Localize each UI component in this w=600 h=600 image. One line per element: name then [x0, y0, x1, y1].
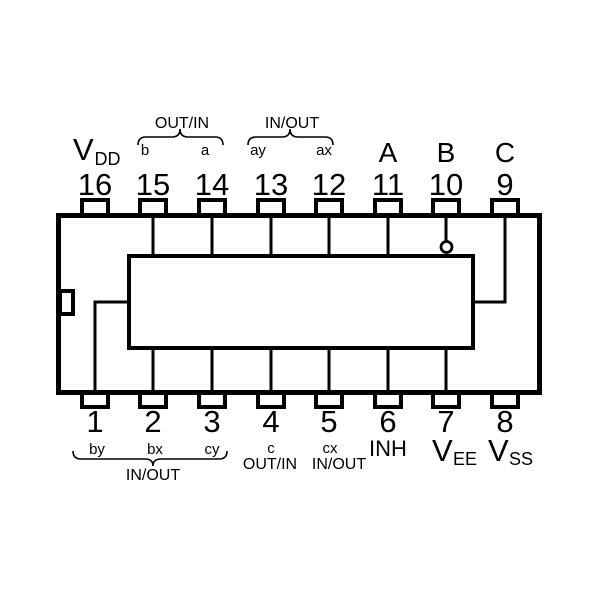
bottom-pin-numbers: 1 2 3 4 5 6 7 8	[86, 404, 513, 439]
pin-connection-wires	[93, 216, 507, 392]
pin-12-number: 12	[312, 167, 346, 202]
pin-4-number: 4	[262, 404, 279, 439]
bottom-group-brace-in-out	[72, 450, 228, 467]
bottom-group-label-in-out: IN/OUT	[126, 467, 180, 484]
bottom-pin-stubs	[80, 390, 520, 409]
inner-block-outline	[127, 254, 475, 350]
pin-4-label: c	[267, 440, 275, 457]
pin-4-direction-label: OUT/IN	[243, 456, 297, 473]
pin-3-number: 3	[203, 404, 220, 439]
pin-11-number: 11	[372, 167, 404, 202]
pin-7-label-vee-sub: EE	[453, 449, 477, 469]
pin-16-label-vdd-sub: DD	[95, 149, 121, 169]
top-group-label-in-out: IN/OUT	[265, 115, 319, 132]
pin-6-label: INH	[369, 436, 407, 461]
orientation-notch	[58, 289, 75, 316]
top-pin-stubs	[80, 198, 520, 218]
pin-9-wire	[474, 216, 507, 304]
bottom-pin-labels: by bx cy c OUT/IN cx IN/OUT INH V EE V S…	[89, 433, 533, 473]
top-group-label-out-in: OUT/IN	[155, 115, 209, 132]
pin-15-label: b	[141, 142, 149, 159]
pin-1-number: 1	[86, 404, 103, 439]
pin-11-label: A	[379, 137, 398, 168]
top-pin-labels: V DD b a ay ax A B C	[73, 132, 515, 169]
inversion-bubble-icon	[439, 240, 454, 254]
pin-8-number: 8	[496, 404, 513, 439]
pin-1-wire	[93, 300, 128, 392]
top-pin-numbers: 16 15 14 13 12 11 10 9	[78, 167, 514, 202]
pin-7-number: 7	[437, 404, 454, 439]
pin-2-number: 2	[144, 404, 161, 439]
pin-5-number: 5	[320, 404, 337, 439]
pin-1-label: by	[89, 441, 105, 458]
pin-12-label: ax	[316, 142, 332, 159]
pin-3-label: cy	[205, 441, 221, 458]
pin-7-label-vee: V	[432, 433, 453, 468]
pin-10-number: 10	[429, 167, 463, 202]
pin-14-number: 14	[195, 167, 229, 202]
top-group-brace-in-out	[247, 128, 334, 146]
pin-15-number: 15	[136, 167, 170, 202]
pin-8-label-vss-sub: SS	[509, 449, 533, 469]
pin-13-label: ay	[250, 142, 266, 159]
top-group-labels: OUT/IN IN/OUT	[155, 115, 319, 132]
pin-8-label-vss: V	[488, 433, 509, 468]
pin-16-number: 16	[78, 167, 112, 202]
pin-13-number: 13	[254, 167, 288, 202]
pin-2-label: bx	[147, 441, 163, 458]
pin-6-number: 6	[379, 404, 396, 439]
pin-5-label: cx	[323, 440, 339, 457]
pin-10-label: B	[437, 137, 456, 168]
pin-16-label-vdd: V	[73, 132, 94, 167]
pin-9-label: C	[495, 137, 515, 168]
pin-14-label: a	[201, 142, 210, 159]
pin-5-direction-label: IN/OUT	[312, 456, 366, 473]
top-group-brace-out-in	[137, 128, 224, 146]
pin-9-number: 9	[496, 167, 513, 202]
